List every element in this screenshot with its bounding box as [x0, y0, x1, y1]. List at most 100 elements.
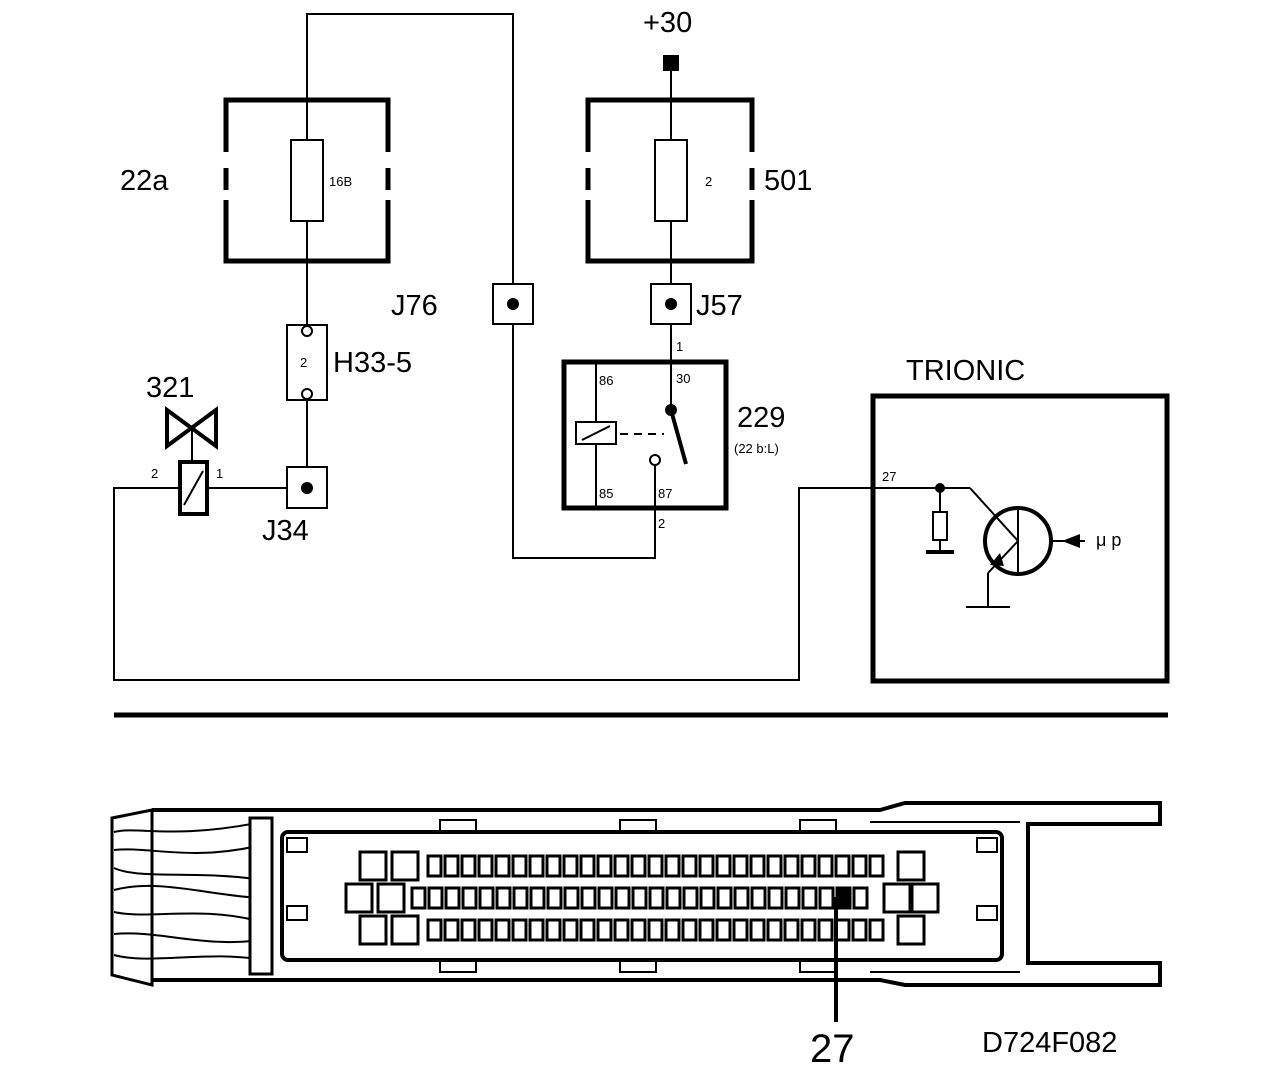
wire-relay87-to-j76 [512, 324, 656, 559]
connector-pin [715, 918, 732, 942]
connector-pin [579, 918, 596, 942]
connector-pin [443, 918, 460, 942]
connector-pin [614, 886, 631, 910]
relay-wire-bottom-pin: 2 [658, 516, 665, 531]
connector-pin [477, 854, 494, 878]
valve-symbol [165, 406, 218, 450]
j34-label: J34 [262, 515, 309, 547]
connector-pin [648, 886, 665, 910]
connector-pin [647, 918, 664, 942]
connector-pin [800, 918, 817, 942]
connector-pin [682, 886, 699, 910]
connector-pin [733, 886, 750, 910]
connector-pin [512, 886, 529, 910]
relay-pin-86: 86 [599, 373, 613, 388]
connector-large-pin [882, 882, 912, 914]
connector-pin [427, 886, 444, 910]
trionic-ecu [870, 393, 1170, 684]
connector-pin [596, 918, 613, 942]
connector-pin [528, 918, 545, 942]
connector-large-pin [896, 914, 926, 946]
connector-pin [426, 854, 443, 878]
fuse-16b-label: 16B [329, 174, 352, 189]
relay-wire-top-pin: 1 [676, 339, 683, 354]
connector-pin [851, 854, 868, 878]
connector-pin [630, 918, 647, 942]
cable-bundle [110, 808, 274, 987]
connector-pin [613, 854, 630, 878]
j57-label: J57 [696, 290, 743, 322]
wire-valve-to-trionic [113, 487, 940, 681]
trionic-driver-circuit [926, 483, 1085, 608]
connector-pin [664, 854, 681, 878]
connector-pin [783, 854, 800, 878]
input-arrow-icon [1062, 534, 1080, 548]
connector-pin [817, 918, 834, 942]
connector-pin [579, 854, 596, 878]
fuse-box-501 [585, 97, 755, 264]
connector-pin [698, 918, 715, 942]
connector-large-pin [344, 882, 374, 914]
connector-pin [511, 918, 528, 942]
connector-large-pin [390, 850, 420, 882]
valve-pin-right: 1 [216, 466, 223, 481]
supply-terminal [663, 55, 679, 71]
connector-pin [852, 886, 869, 910]
connector-pin-grid [344, 850, 940, 946]
ecu-connector [110, 801, 1162, 1022]
connector-pin [750, 886, 767, 910]
drawing-code: D724F082 [982, 1027, 1117, 1059]
h33-label: H33-5 [333, 347, 412, 379]
connector-pin [818, 886, 835, 910]
connector-pin [597, 886, 614, 910]
relay-pin-30: 30 [676, 371, 690, 386]
connector-pin [562, 918, 579, 942]
relay-229 [561, 359, 729, 511]
connector-pin [732, 918, 749, 942]
connector-large-pin [390, 914, 420, 946]
connector-large-pin [358, 914, 388, 946]
trionic-pin-27: 27 [882, 469, 896, 484]
valve-pin-left: 2 [151, 466, 158, 481]
connector-pin [801, 886, 818, 910]
connector-pin [461, 886, 478, 910]
connector-pin [562, 854, 579, 878]
pullup-resistor [932, 511, 948, 541]
connector-pin [868, 918, 885, 942]
connector-pin-27 [835, 886, 852, 910]
connector-pin [766, 854, 783, 878]
connector-pin [494, 854, 511, 878]
connector-pin [580, 886, 597, 910]
connector-pin [494, 918, 511, 942]
connector-pin [596, 854, 613, 878]
connector-pin [699, 886, 716, 910]
connector-pin [443, 854, 460, 878]
pin-27-callout: 27 [810, 1027, 855, 1068]
connector-pin [749, 918, 766, 942]
connector-pin [664, 918, 681, 942]
fuse-box-22a-label: 22a [120, 165, 169, 197]
connector-pin [563, 886, 580, 910]
relay-contact-87 [649, 454, 661, 466]
connector-pin [715, 854, 732, 878]
valve-321 [165, 406, 218, 516]
connector-pin [631, 886, 648, 910]
h33-pin-label: 2 [300, 355, 307, 370]
connector-pin [681, 854, 698, 878]
connector-large-pin [896, 850, 926, 882]
connector-pin [546, 886, 563, 910]
connector-pin [766, 918, 783, 942]
fuse-2 [654, 139, 688, 222]
connector-pin [732, 854, 749, 878]
trionic-input-label: μ p [1096, 530, 1121, 550]
connector-pin [783, 918, 800, 942]
connector-pin [630, 854, 647, 878]
connector-pin [665, 886, 682, 910]
relay-pin-87: 87 [658, 486, 672, 501]
fuse-2-label: 2 [705, 174, 712, 189]
j76-label: J76 [391, 290, 438, 322]
connector-pin [800, 854, 817, 878]
connector-pin [851, 918, 868, 942]
connector-pin [681, 918, 698, 942]
